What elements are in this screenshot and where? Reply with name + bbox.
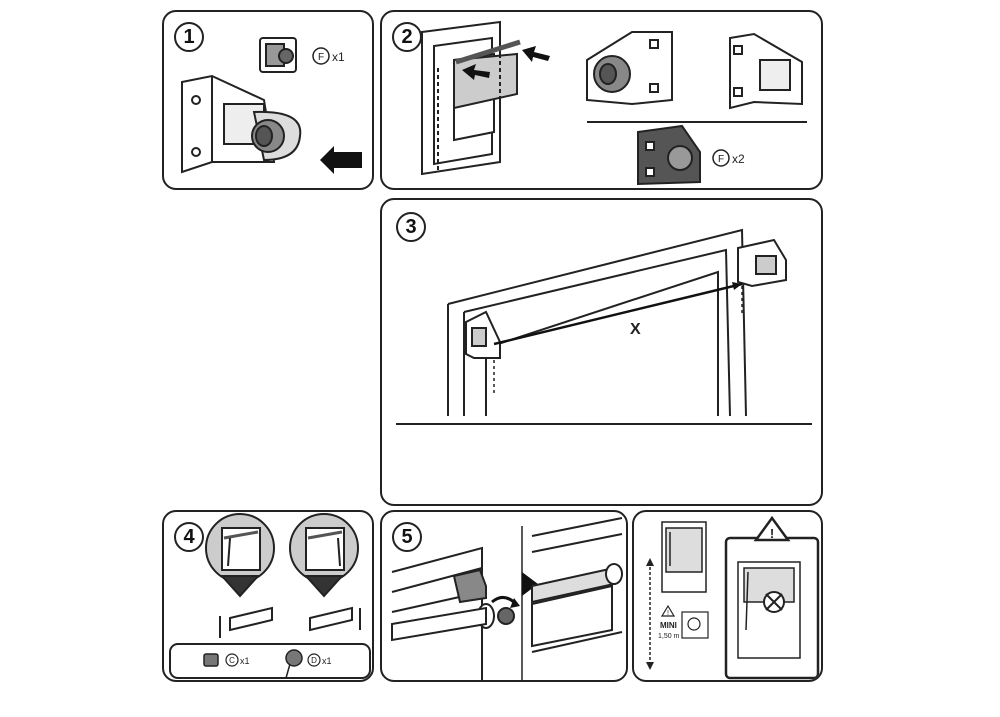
window-bracket-illustration: F x2 [421,20,807,186]
mini-height-label: 1,50 m [658,633,680,640]
part-c-letter: C [229,656,235,665]
mini-warning-mark: ! [667,610,669,617]
zoom-circle-left [205,513,275,598]
step-number-3: 3 [396,212,426,242]
step-arrow-icon [522,572,538,596]
step-number-1: 1 [174,22,204,52]
measure-width-illustration: X [396,228,812,425]
roller-right [309,606,361,632]
part-c-qty: x1 [240,656,250,666]
window-small [661,521,707,593]
measure-arrowhead [732,282,742,290]
bracket-left-mounted [465,310,501,359]
roller-mount-left [391,568,515,642]
bracket-front-icon [586,31,673,106]
part-f-letter: F [318,52,324,63]
step-number-2: 2 [392,22,422,52]
measure-line-x [493,282,743,346]
step-number-5: 5 [392,522,422,552]
insert-arrow-icon [320,146,362,174]
part-d-letter: D [311,656,317,665]
push-arrow-left-icon [462,64,490,80]
push-arrow-right-icon [522,46,550,62]
large-bracket-icon [181,74,302,174]
chain-side-illustration: C x1 D x1 [169,513,371,679]
part-d-qty: x1 [322,656,332,666]
measure-label-x: X [630,321,641,338]
panel-step-2: 2 [380,10,823,190]
parts-tray [169,643,371,679]
warning-illustration: ! MINI 1,50 m ! [646,515,820,680]
roller-mount-right [531,563,623,648]
step-number-4: 4 [174,522,204,552]
window-frame-large [447,228,747,417]
warning-triangle-mark: ! [770,526,774,541]
bracket-side-icon [729,32,803,110]
panel-step-5: 5 [380,510,628,682]
zoom-circle-right [289,513,359,598]
panel-step-4: 4 C x1 [162,510,374,682]
bracket-bottom-icon [637,124,701,186]
mini-label: MINI [660,621,677,630]
child-warning-icon [681,611,709,639]
warning-window [737,561,801,659]
part-f-letter-2: F [718,154,724,165]
panel-warning: ! MINI 1,50 m ! [632,510,823,682]
install-roller-illustration [391,517,623,680]
part-d-icon [285,649,303,679]
part-f-qty: x1 [332,50,345,64]
bracket-right-mounted [737,238,787,288]
panel-step-1: 1 F x1 [162,10,374,190]
panel-step-3: 3 X [380,198,823,506]
warning-triangle-icon [753,515,791,542]
roller-left [219,606,273,638]
part-f-circle [312,47,330,65]
part-f-circle-2 [712,149,730,167]
window-right-side [531,517,623,653]
bracket-insert-illustration: F x1 [181,37,362,174]
roller-tube [455,39,521,65]
part-c-icon [203,653,219,667]
part-f-qty-2: x2 [732,152,745,166]
small-bracket-icon [259,37,297,73]
